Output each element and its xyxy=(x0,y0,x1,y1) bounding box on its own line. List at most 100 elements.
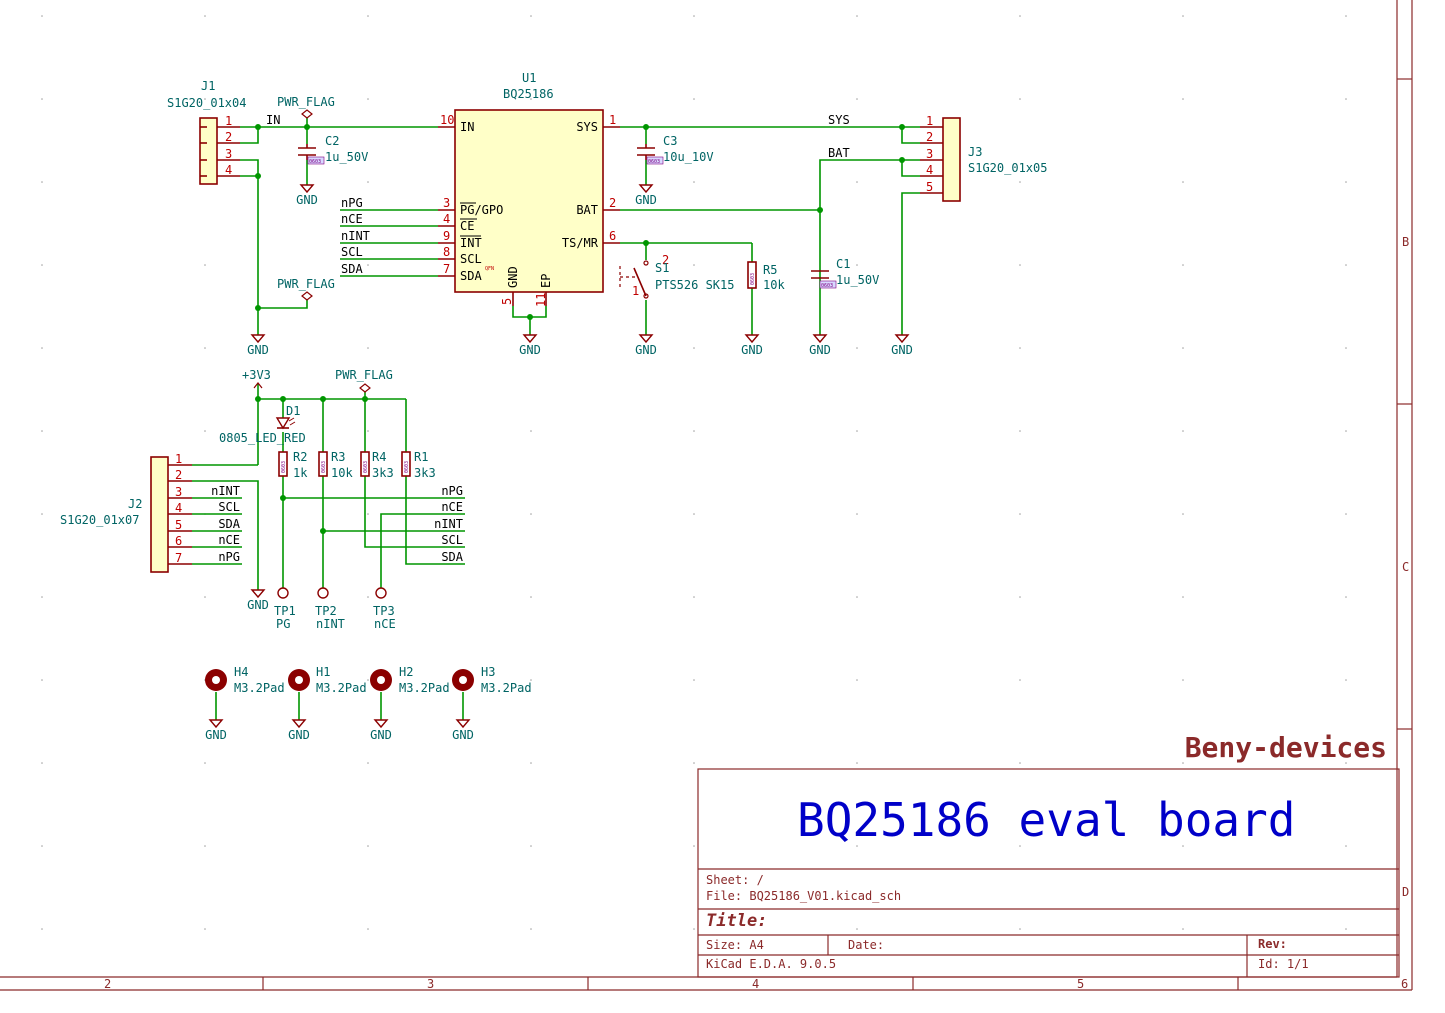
j3-ref: J3 xyxy=(968,145,982,159)
sheet-id: Id: 1/1 xyxy=(1258,957,1309,971)
u1-pin-bat: BAT xyxy=(576,203,598,217)
border-col-5: 5 xyxy=(1077,977,1084,991)
pwr-flag-gnd-label: PWR_FLAG xyxy=(277,277,335,291)
net-labels: IN SYS BAT nPG nCE nINT SCL SDA nINT SCL… xyxy=(211,113,850,564)
h1-value: M3.2Pad xyxy=(316,681,367,695)
net-label-npg-j2: nPG xyxy=(218,550,240,564)
net-label-nce-j2: nCE xyxy=(218,533,240,547)
j3-value: S1G20_01x05 xyxy=(968,161,1047,175)
r1-footprint: 0603 xyxy=(404,461,410,473)
j2-pin7: 7 xyxy=(175,551,182,565)
r3-value: 10k xyxy=(331,466,353,480)
mounting-holes[interactable]: H4 M3.2Pad H1 M3.2Pad H2 M3.2Pad H3 M3.2… xyxy=(205,665,532,695)
hole-h1[interactable]: H1 M3.2Pad xyxy=(288,665,367,695)
net-label-nint-j2: nINT xyxy=(211,484,240,498)
gnd-symbol: GND xyxy=(519,334,541,357)
testpoints[interactable]: TP1 PG TP2 nINT TP3 nCE xyxy=(274,587,396,631)
pwr-flag-3v3: PWR_FLAG xyxy=(335,368,393,393)
title-label: Title: xyxy=(706,911,767,931)
u1-pin-ce: CE xyxy=(460,219,474,233)
net-label-npg-bus: nPG xyxy=(441,484,463,498)
net-label-scl-j2: SCL xyxy=(218,500,240,514)
u1-charger-ic[interactable]: U1 BQ25186 10 IN 1 SYS 2 BAT 6 TS/MR 3 P… xyxy=(438,71,620,307)
j1-pin4: 4 xyxy=(225,163,232,177)
j3-pin1: 1 xyxy=(926,114,933,128)
border-col-4: 4 xyxy=(752,977,759,991)
u1-pin-sda: SDA xyxy=(460,269,482,283)
s1-ref: S1 xyxy=(655,261,669,275)
s1-switch[interactable]: 2 1 S1 PTS526 SK15 xyxy=(619,253,734,299)
c3-capacitor[interactable]: C3 10u_10V 0603 xyxy=(637,134,714,165)
border-row-b: B xyxy=(1402,235,1409,249)
hole-h4[interactable]: H4 M3.2Pad xyxy=(205,665,285,695)
r2-ref: R2 xyxy=(293,450,307,464)
j2-ref: J2 xyxy=(128,497,142,511)
net-label-scl-u1: SCL xyxy=(341,245,363,259)
gnd-symbol: GND xyxy=(741,334,763,357)
r3-resistor[interactable]: 0603 R3 10k xyxy=(318,450,353,480)
border-col-2: 2 xyxy=(104,977,111,991)
c3-value: 10u_10V xyxy=(663,150,714,164)
gnd-label: GND xyxy=(635,343,657,357)
s1-value: PTS526 SK15 xyxy=(655,278,734,292)
pwr-flag-gnd: PWR_FLAG xyxy=(277,277,335,301)
u1-pin-sys: SYS xyxy=(576,120,598,134)
border-row-d: D xyxy=(1402,885,1409,899)
r1-resistor[interactable]: 0603 R1 3k3 xyxy=(401,450,436,480)
r5-resistor[interactable]: 0603 R5 10k xyxy=(747,261,785,292)
c1-value: 1u_50V xyxy=(836,273,879,287)
j1-value: S1G20_01x04 xyxy=(167,96,246,110)
u1-pin-int: INT xyxy=(460,236,482,250)
hole-h3[interactable]: H3 M3.2Pad xyxy=(452,665,532,695)
r3-footprint: 0603 xyxy=(321,461,327,473)
paper-size: Size: A4 xyxy=(706,938,764,952)
tp1-ref: TP1 xyxy=(274,604,296,618)
c3-footprint: 0603 xyxy=(648,159,660,165)
gnd-label: GND xyxy=(452,728,474,742)
junctions xyxy=(255,124,905,534)
v33-label: +3V3 xyxy=(242,368,271,382)
gnd-symbol: GND xyxy=(370,719,392,742)
gnd-symbol: GND xyxy=(891,334,913,357)
c2-footprint: 0603 xyxy=(309,159,321,165)
h3-value: M3.2Pad xyxy=(481,681,532,695)
j2-pin5: 5 xyxy=(175,518,182,532)
c3-ref: C3 xyxy=(663,134,677,148)
u1-pin1-num: 1 xyxy=(609,113,616,127)
pwr-flag-in-label: PWR_FLAG xyxy=(277,95,335,109)
d1-led[interactable]: D1 0805_LED_RED xyxy=(219,404,306,445)
gnd-label: GND xyxy=(519,343,541,357)
net-label-scl-bus: SCL xyxy=(441,533,463,547)
j3-pin3: 3 xyxy=(926,147,933,161)
net-label-bat: BAT xyxy=(828,146,850,160)
u1-footprint-tag: QFN xyxy=(485,266,494,272)
r4-ref: R4 xyxy=(372,450,386,464)
r4-value: 3k3 xyxy=(372,466,394,480)
u1-value: BQ25186 xyxy=(503,87,554,101)
r4-resistor[interactable]: 0603 R4 3k3 xyxy=(360,450,394,480)
j3-connector[interactable]: J3 S1G20_01x05 1 2 3 4 5 xyxy=(920,114,1047,202)
j1-connector[interactable]: J1 S1G20_01x04 1 2 3 4 xyxy=(167,79,246,185)
u1-pin-pg: PG/GPO xyxy=(460,203,503,217)
j2-connector[interactable]: J2 S1G20_01x07 1 2 3 4 5 6 7 xyxy=(60,452,192,573)
net-label-nce-bus: nCE xyxy=(441,500,463,514)
u1-pin4-num: 4 xyxy=(443,212,450,226)
gnd-symbol: GND xyxy=(635,334,657,357)
gnd-label: GND xyxy=(809,343,831,357)
power-symbols: PWR_FLAG PWR_FLAG PWR_FLAG +3V3 xyxy=(242,95,393,393)
pwr-flag-in: PWR_FLAG xyxy=(277,95,335,119)
j1-pin2: 2 xyxy=(225,130,232,144)
c1-capacitor[interactable]: C1 1u_50V 0603 xyxy=(811,257,879,289)
u1-pin8-num: 8 xyxy=(443,245,450,259)
r3-ref: R3 xyxy=(331,450,345,464)
c2-capacitor[interactable]: C2 1u_50V 0603 xyxy=(298,134,368,165)
gnd-label: GND xyxy=(635,193,657,207)
c1-footprint: 0603 xyxy=(821,283,833,289)
u1-pin-gnd: GND xyxy=(506,266,520,288)
r2-resistor[interactable]: 0603 R2 1k xyxy=(278,450,308,480)
gnd-label: GND xyxy=(247,343,269,357)
hole-h2[interactable]: H2 M3.2Pad xyxy=(370,665,450,695)
net-label-sda-j2: SDA xyxy=(218,517,240,531)
gnd-symbol: GND xyxy=(247,589,269,612)
